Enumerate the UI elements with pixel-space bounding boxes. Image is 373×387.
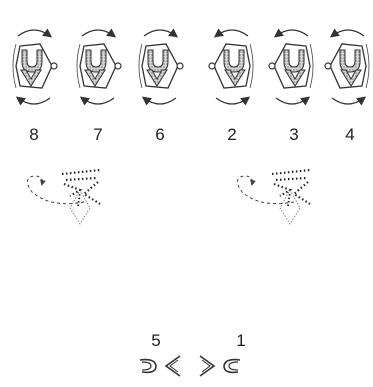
label-unit-6: 6: [155, 125, 164, 144]
unit-group-right: [209, 30, 369, 104]
unit-4: [325, 30, 369, 104]
unit-8: [13, 30, 57, 104]
unit-2: [209, 30, 253, 104]
bottom-fragment-1: [199, 355, 241, 377]
bottom-fragment-5: [139, 355, 181, 377]
label-fragment-5: 5: [151, 331, 160, 350]
unit-group-left: [13, 30, 183, 104]
unit-7: [77, 30, 121, 104]
unit-6: [139, 30, 183, 104]
label-unit-2: 2: [227, 125, 236, 144]
label-unit-3: 3: [289, 125, 298, 144]
label-unit-4: 4: [345, 125, 354, 144]
label-unit-7: 7: [93, 125, 102, 144]
label-fragment-1: 1: [236, 331, 245, 350]
left-rotation-outline: [27, 170, 100, 224]
right-rotation-outline: [237, 170, 310, 224]
unit-3: [269, 30, 313, 104]
label-unit-8: 8: [29, 125, 38, 144]
